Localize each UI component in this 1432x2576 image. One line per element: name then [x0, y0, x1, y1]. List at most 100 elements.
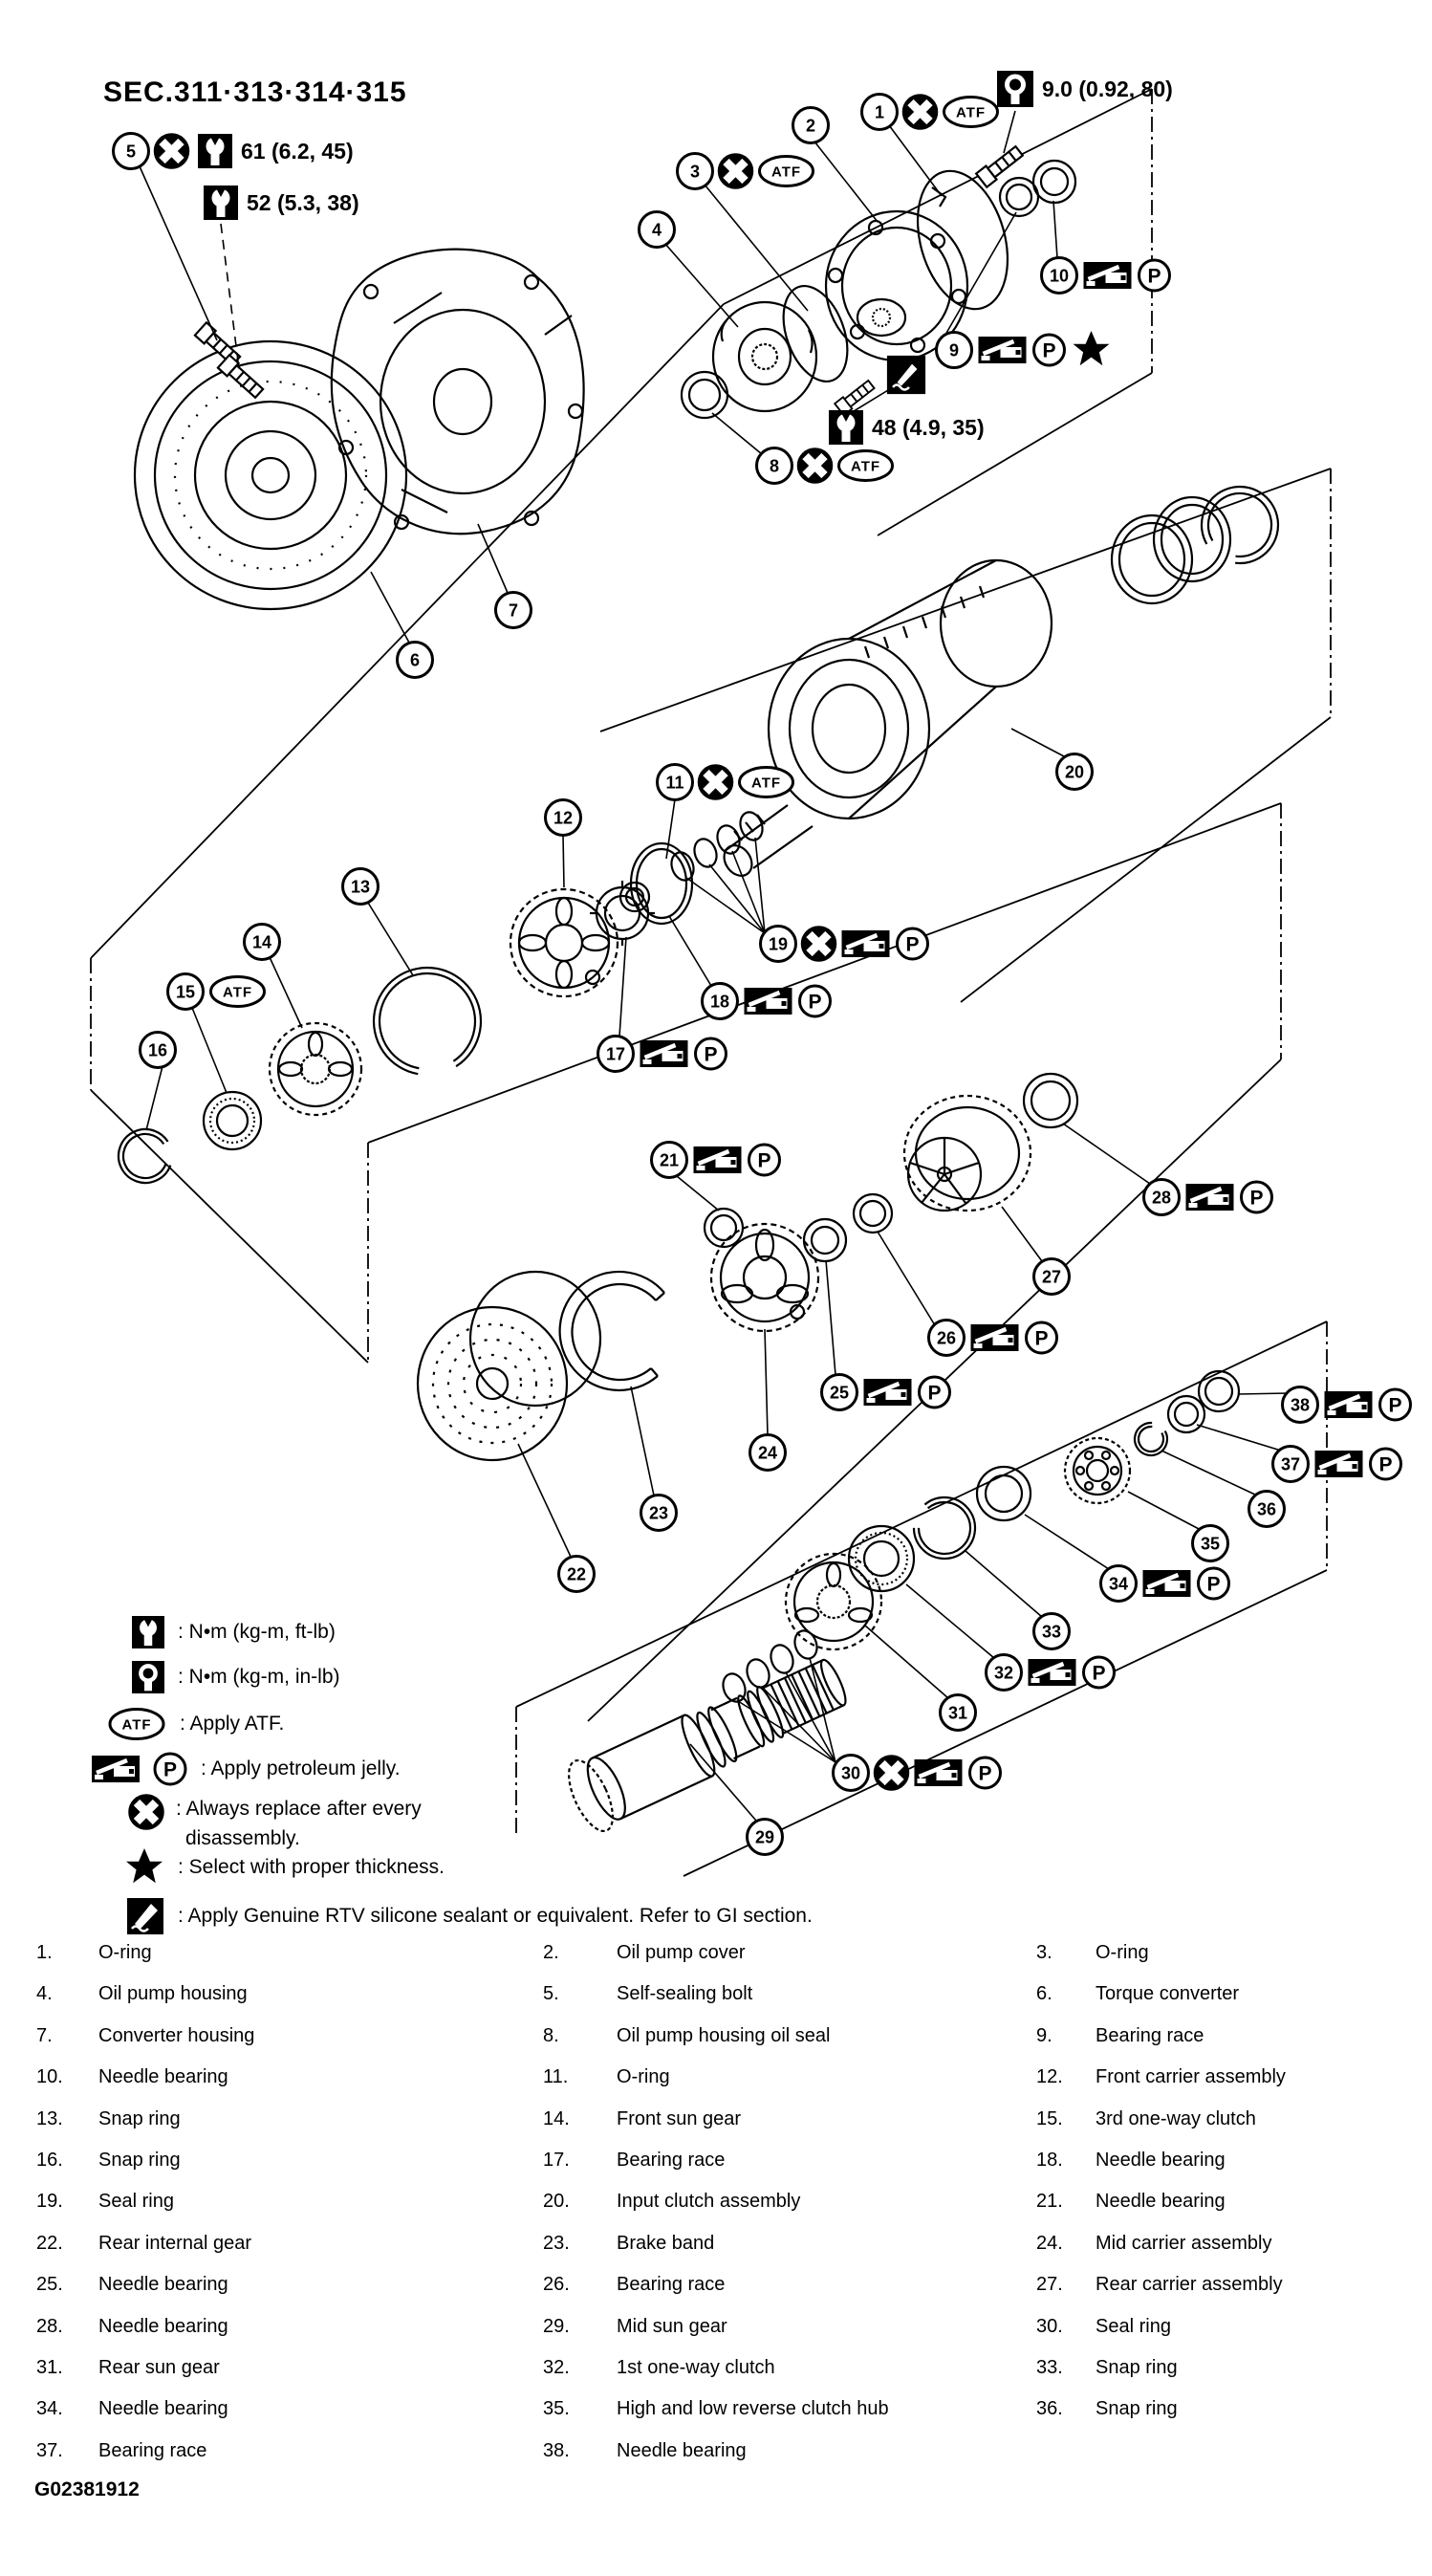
callout-number: 16 [148, 1041, 167, 1060]
callout-bubble [792, 106, 830, 144]
callout-1: 1 [860, 95, 999, 130]
part-name: Mid sun gear [617, 2315, 727, 2337]
part-name: Snap ring [98, 2150, 181, 2171]
select-thickness-star-icon [1073, 331, 1110, 366]
callout-bubble [656, 763, 694, 801]
callout-number: 17 [606, 1045, 625, 1064]
replace-icon [699, 766, 732, 799]
callout-bubble [820, 1373, 858, 1411]
callout-bubble [597, 1035, 635, 1073]
callout-bubble [755, 447, 793, 485]
callout-bubble [396, 641, 434, 679]
callout-bubble [701, 982, 739, 1020]
petroleum-p-icon [1025, 1321, 1058, 1355]
callout-5: 5 [112, 134, 189, 169]
torque-value: 48 (4.9, 35) [872, 414, 985, 440]
callout-12: 12 [544, 798, 582, 837]
legend-text-line1: : Always replace after every [176, 1798, 422, 1820]
callout-number: 12 [553, 809, 573, 828]
petroleum-jelly-icon [1186, 1184, 1234, 1211]
petroleum-p-icon [1197, 1566, 1230, 1601]
petroleum-jelly-icon [971, 1324, 1019, 1351]
construction-lines [90, 88, 1332, 1877]
part-number: 38. [543, 2439, 570, 2461]
callout-number: 27 [1042, 1268, 1061, 1287]
callout-number: 33 [1042, 1623, 1061, 1642]
legend-row-replace: : Always replace after every disassembly… [128, 1794, 422, 1853]
callout-37: 37 [1271, 1445, 1402, 1483]
part-name: Bearing race [1096, 2024, 1204, 2046]
callout-19: 19 [759, 927, 929, 962]
petroleum-p-icon [1378, 1387, 1412, 1422]
callout-number: 7 [509, 601, 518, 621]
needle-bearing-25-drawing [802, 1217, 848, 1263]
callout-bubble [749, 1433, 787, 1472]
petroleum-jelly-icon [90, 1755, 141, 1783]
callout-31: 31 [939, 1693, 977, 1732]
callout-38: 38 [1281, 1386, 1412, 1424]
part-number: 18. [1036, 2150, 1063, 2171]
part-number: 13. [36, 2107, 63, 2129]
petroleum-jelly-icon [745, 988, 792, 1015]
callout-bubble [927, 1319, 966, 1357]
wrench-ft-lb-icon [829, 410, 863, 445]
callout-bubble [746, 1818, 784, 1856]
callout-bubble [1032, 1612, 1071, 1650]
part-name: Needle bearing [98, 2398, 228, 2420]
callout-bubble [166, 972, 205, 1011]
needle-bearing-18-drawing [618, 881, 651, 913]
torque-value: 9.0 (0.92, 80) [1042, 76, 1173, 101]
petroleum-jelly-icon [1143, 1570, 1191, 1597]
rtv-icon [886, 355, 926, 395]
callout-bubble [832, 1754, 870, 1792]
callout-27: 27 [1032, 1257, 1071, 1296]
callout-number: 24 [758, 1444, 777, 1463]
callout-bubble [1281, 1386, 1319, 1424]
callout-bubble [1032, 1257, 1071, 1296]
callout-bubble [243, 923, 281, 961]
legend-text: : Apply petroleum jelly. [201, 1757, 401, 1779]
petroleum-p-icon [896, 927, 929, 961]
callout-number: 22 [567, 1565, 586, 1584]
callout-number: 11 [665, 774, 683, 793]
atf-icon [738, 766, 794, 798]
callout-bubble [1040, 256, 1078, 295]
seal-rings-19-drawing [670, 811, 764, 882]
callout-bubble [638, 210, 676, 249]
part-name: Mid carrier assembly [1096, 2232, 1272, 2254]
part-number: 33. [1036, 2357, 1063, 2378]
torque-value: 52 (5.3, 38) [247, 189, 359, 215]
callout-number: 2 [806, 117, 815, 136]
brake-band-drawing [558, 1270, 665, 1392]
petroleum-p-icon [694, 1037, 727, 1071]
part-number: 1. [36, 1942, 53, 1963]
part-name: O-ring [1096, 1942, 1149, 1963]
callout-number: 5 [126, 142, 136, 162]
callout-bubble [341, 867, 380, 906]
part-number: 4. [36, 1983, 53, 2005]
bearing-race-9-drawing [998, 176, 1040, 218]
callout-number: 13 [351, 878, 370, 897]
page-title: SEC.311·313·314·315 [103, 76, 407, 108]
petroleum-jelly-icon [1084, 262, 1132, 289]
torque-spec-90: 9.0 (0.92, 80) [997, 71, 1173, 107]
part-name: Seal ring [1096, 2315, 1171, 2337]
atf-icon [758, 155, 814, 187]
callout-23: 23 [640, 1494, 678, 1532]
torque-converter-drawing [133, 339, 408, 611]
needle-bearing-10-drawing [1031, 159, 1077, 205]
part-name: Brake band [617, 2232, 715, 2254]
callout-16: 16 [139, 1031, 177, 1069]
replace-icon [798, 449, 832, 483]
callout-number: 3 [690, 163, 700, 182]
part-number: 9. [1036, 2024, 1052, 2046]
callout-bubble [494, 591, 532, 629]
third-one-way-clutch-drawing [202, 1090, 263, 1151]
legend-row-petroleum: : Apply petroleum jelly. [90, 1752, 401, 1786]
callout-number: 18 [710, 993, 729, 1012]
callout-11: 11 [656, 763, 794, 801]
petroleum-jelly-icon [640, 1040, 688, 1067]
callout-number: 32 [994, 1664, 1013, 1683]
callout-15: 15 [166, 972, 266, 1011]
legend-text: : N•m (kg-m, in-lb) [178, 1666, 340, 1688]
